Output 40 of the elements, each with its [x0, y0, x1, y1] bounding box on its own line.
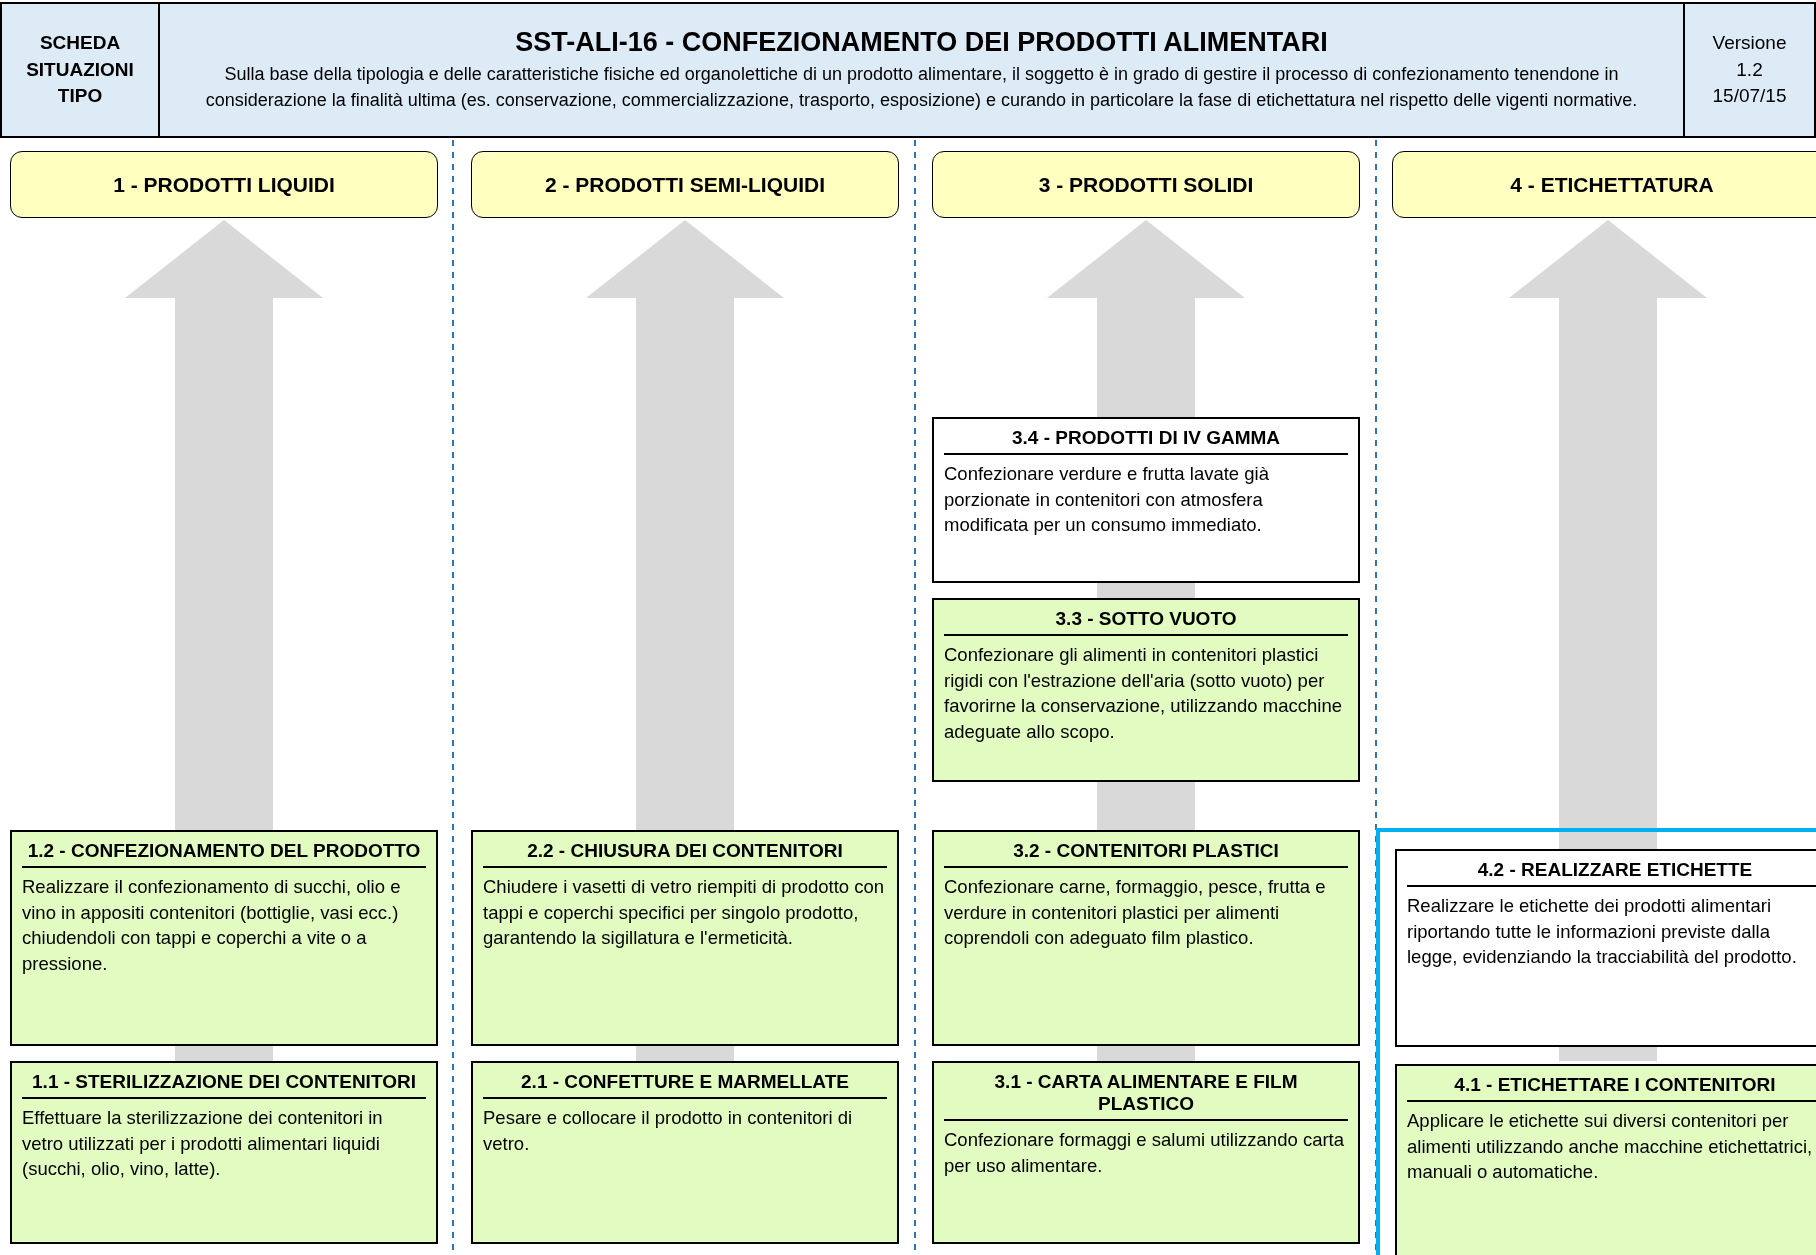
card-text: Effettuare la sterilizzazione dei contenitori in vetro utilizzati per i prodotti alimentari liquidi (succhi, olio, vino, latte).: [22, 1106, 384, 1182]
page-title: SST-ALI-16 - CONFEZIONAMENTO DEI PRODOTTI ALIMENTARI: [515, 27, 1328, 59]
card-title: 3.1 - CARTA ALIMENTARE E FILM PLASTICO: [944, 1071, 1348, 1121]
task-card: [10, 830, 438, 1046]
task-card: [932, 598, 1360, 782]
column-header: 4 - ETICHETTATURA: [1392, 151, 1816, 218]
column-header: 1 - PRODOTTI LIQUIDI: [10, 151, 438, 218]
task-card: [471, 1061, 899, 1244]
card-text: Realizzare le etichette dei prodotti alimentari riportando tutte le informazioni previste dalla legge, evidenziando la tracciabilità del prodotto.: [1407, 894, 1798, 970]
card-title: 1.2 - CONFEZIONAMENTO DEL PRODOTTO: [22, 840, 426, 868]
card-title: 3.2 - CONTENITORI PLASTICI: [944, 840, 1348, 868]
column-header: 2 - PRODOTTI SEMI-LIQUIDI: [471, 151, 899, 218]
task-card: [1395, 1064, 1816, 1255]
card-title: 2.1 - CONFETTURE E MARMELLATE: [483, 1071, 887, 1099]
card-text: Confezionare carne, formaggio, pesce, frutta e verdure in contenitori plastici per alimenti coprendoli con adeguato film plastico.: [944, 875, 1327, 951]
card-title: 4.1 - ETICHETTARE I CONTENITORI: [1407, 1074, 1816, 1102]
card-title: 3.3 - SOTTO VUOTO: [944, 608, 1348, 636]
card-text: Applicare le etichette sui diversi contenitori per alimenti utilizzando anche macchine etichettatrici, manuali o automatiche.: [1407, 1109, 1814, 1185]
header-panel: [158, 2, 1685, 138]
card-title: 3.4 - PRODOTTI DI IV GAMMA: [944, 427, 1348, 455]
card-text: Realizzare il confezionamento di succhi, olio e vino in appositi contenitori (bottiglie, vasi ecc.) chiudendoli con tappi e coperchi a vite o a pressione.: [22, 875, 402, 976]
highlight-frame: [1376, 828, 1816, 1255]
task-card: [932, 417, 1360, 583]
description: Sulla base della tipologia e delle caratteristiche fisiche ed organolettiche di un prodotto alimentare, il soggetto è in grado di gestire il processo di confezionamento tenendone in considerazione la finalità ultima (es. conservazione, commercializzazione, trasporto, esposizione) e curando in particolare la fase di etichettatura nel rispetto delle vigenti normative.: [204, 63, 1639, 112]
task-card: [471, 830, 899, 1046]
card-text: Confezionare verdure e frutta lavate già porzionate in contenitori con atmosfera modificata per un consumo immediato.: [944, 462, 1270, 538]
task-card: [1395, 849, 1816, 1047]
card-title: 4.2 - REALIZZARE ETICHETTE: [1407, 859, 1816, 887]
header-cell: SCHEDA SITUAZIONI TIPO: [0, 2, 160, 138]
task-card: [10, 1061, 438, 1244]
task-card: [932, 1061, 1360, 1244]
card-text: Pesare e collocare il prodotto in contenitori di vetro.: [483, 1106, 854, 1156]
card-title: 2.2 - CHIUSURA DEI CONTENITORI: [483, 840, 887, 868]
card-title: 1.1 - STERILIZZAZIONE DEI CONTENITORI: [22, 1071, 426, 1099]
card-text: Confezionare formaggi e salumi utilizzando carta per uso alimentare.: [944, 1128, 1345, 1178]
column-header: 3 - PRODOTTI SOLIDI: [932, 151, 1360, 218]
task-card: [932, 830, 1360, 1046]
card-text: Confezionare gli alimenti in contenitori plastici rigidi con l'estrazione dell'aria (sotto vuoto) per favorirne la conservazione, utilizzando macchine adeguate allo scopo.: [944, 643, 1343, 744]
header-cell: Versione 1.2 15/07/15: [1683, 2, 1816, 138]
card-text: Chiudere i vasetti di vetro riempiti di prodotto con tappi e coperchi specifici per singolo prodotto, garantendo la sigillatura e l'ermeticità.: [483, 875, 886, 951]
